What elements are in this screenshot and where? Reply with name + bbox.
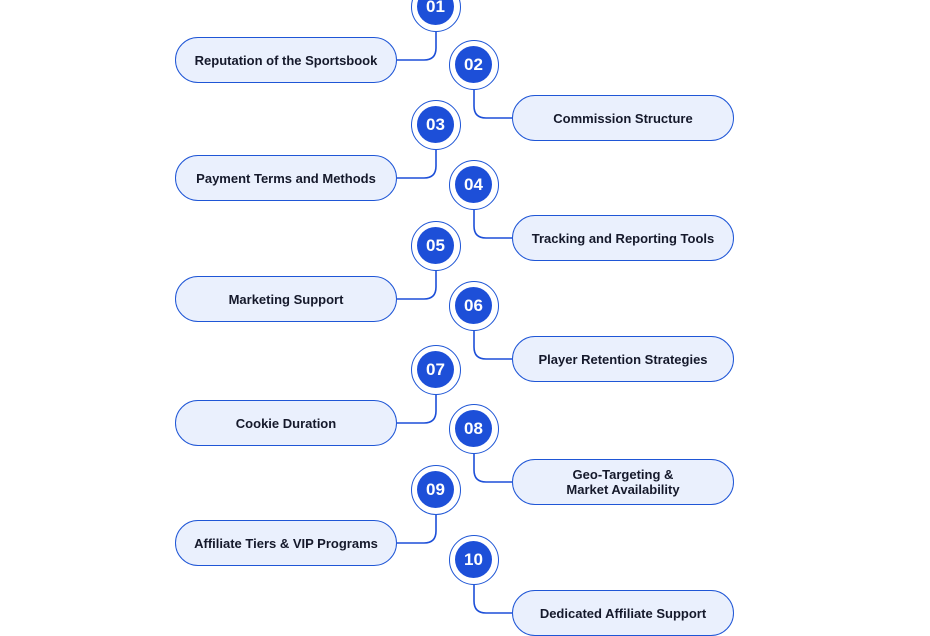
step-badge-09: 09 — [411, 465, 461, 515]
connector — [397, 395, 437, 424]
step-badge-circle: 03 — [417, 106, 454, 143]
connector — [473, 210, 512, 239]
step-label: Reputation of the Sportsbook — [194, 52, 378, 68]
step-badge-circle: 10 — [455, 541, 492, 578]
step-badge-02: 02 — [449, 40, 499, 90]
step-number: 05 — [426, 235, 445, 255]
step-badge-03: 03 — [411, 100, 461, 150]
step-badge-circle: 02 — [455, 46, 492, 83]
step-badge-circle: 07 — [417, 351, 454, 388]
step-badge-circle: 08 — [455, 410, 492, 447]
connector — [473, 331, 512, 360]
step-badge-06: 06 — [449, 281, 499, 331]
step-card-08: Geo-Targeting & Market Availability — [512, 459, 734, 505]
step-label: Affiliate Tiers & VIP Programs — [194, 535, 378, 551]
step-badge-circle: 04 — [455, 166, 492, 203]
step-card-01: Reputation of the Sportsbook — [175, 37, 397, 83]
connector — [397, 150, 437, 179]
step-label: Payment Terms and Methods — [196, 170, 376, 186]
step-number: 09 — [426, 479, 445, 499]
step-label: Dedicated Affiliate Support — [539, 605, 707, 621]
step-badge-07: 07 — [411, 345, 461, 395]
connector — [473, 90, 512, 119]
connector — [473, 585, 512, 614]
step-number: 03 — [426, 114, 445, 134]
connector — [397, 515, 437, 544]
step-label: Geo-Targeting & Market Availability — [566, 467, 680, 497]
connector — [473, 454, 512, 483]
step-card-02: Commission Structure — [512, 95, 734, 141]
step-number: 07 — [426, 359, 445, 379]
step-badge-circle: 01 — [417, 0, 454, 25]
step-card-06: Player Retention Strategies — [512, 336, 734, 382]
connector — [397, 32, 437, 61]
step-number: 02 — [464, 54, 483, 74]
step-card-09: Affiliate Tiers & VIP Programs — [175, 520, 397, 566]
step-number: 08 — [464, 418, 483, 438]
step-label: Tracking and Reporting Tools — [531, 230, 715, 246]
step-number: 10 — [464, 549, 483, 569]
step-card-04: Tracking and Reporting Tools — [512, 215, 734, 261]
step-card-05: Marketing Support — [175, 276, 397, 322]
step-badge-circle: 05 — [417, 227, 454, 264]
step-card-03: Payment Terms and Methods — [175, 155, 397, 201]
step-card-10: Dedicated Affiliate Support — [512, 590, 734, 636]
step-number: 06 — [464, 295, 483, 315]
step-badge-08: 08 — [449, 404, 499, 454]
connector — [397, 271, 437, 300]
step-badge-04: 04 — [449, 160, 499, 210]
step-number: 01 — [426, 0, 445, 16]
step-badge-01: 01 — [411, 0, 461, 32]
step-badge-05: 05 — [411, 221, 461, 271]
step-badge-circle: 06 — [455, 287, 492, 324]
step-badge-circle: 09 — [417, 471, 454, 508]
step-card-07: Cookie Duration — [175, 400, 397, 446]
step-badge-10: 10 — [449, 535, 499, 585]
step-label: Commission Structure — [553, 110, 693, 126]
step-label: Player Retention Strategies — [538, 351, 708, 367]
connector-lines — [212, 0, 696, 614]
step-number: 04 — [464, 174, 483, 194]
step-label: Marketing Support — [228, 291, 344, 307]
step-label: Cookie Duration — [235, 415, 337, 431]
